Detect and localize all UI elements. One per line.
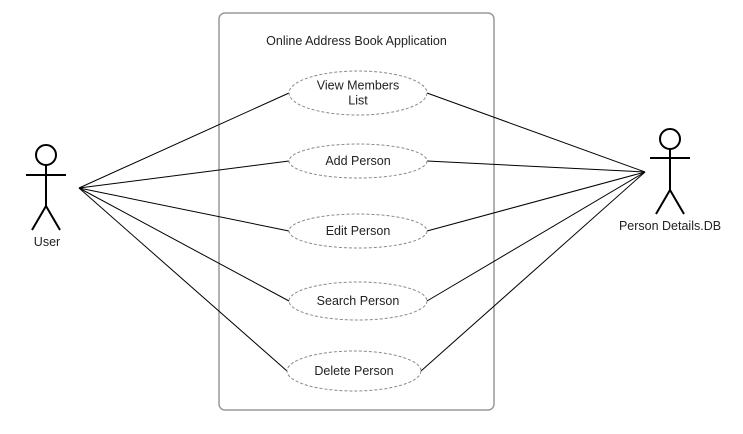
- use-case-search-person[interactable]: Search Person: [288, 281, 428, 321]
- use-case-delete-person[interactable]: Delete Person: [286, 350, 422, 392]
- association-user-search-person: [78, 187, 290, 302]
- system-boundary-box: [218, 12, 495, 411]
- association-db-delete-person: [420, 171, 646, 372]
- use-case-label: Delete Person: [314, 364, 393, 378]
- use-case-label: View Members: [317, 79, 399, 93]
- use-case-ellipse: [288, 281, 428, 321]
- association-user-delete-person: [78, 187, 288, 372]
- use-case-label: Add Person: [325, 154, 390, 168]
- use-case-edit-person[interactable]: Edit Person: [288, 213, 428, 249]
- association-db-search-person: [426, 171, 646, 302]
- association-db-add-person: [426, 160, 646, 173]
- actor-stick-figure-icon: [650, 128, 690, 215]
- actor-user[interactable]: User: [26, 144, 66, 249]
- association-db-view-members-list: [426, 92, 646, 173]
- use-case-ellipse: [288, 143, 428, 179]
- system-boundary: Online Address Book Application: [218, 12, 495, 411]
- use-case-ellipse: [288, 213, 428, 249]
- association-user-edit-person: [78, 187, 290, 232]
- actor-person-details-db[interactable]: Person Details.DB: [619, 128, 721, 233]
- use-case-label: List: [348, 94, 368, 108]
- association-user-view-members-list: [78, 92, 290, 189]
- use-case-ellipse: [286, 350, 422, 392]
- use-case-label: Edit Person: [326, 224, 391, 238]
- actor-db-label: Person Details.DB: [619, 219, 721, 233]
- system-title: Online Address Book Application: [266, 34, 447, 48]
- actor-user-label: User: [34, 235, 60, 249]
- use-case-add-person[interactable]: Add Person: [288, 143, 428, 179]
- association-user-add-person: [78, 160, 290, 189]
- use-case-ellipse: [288, 70, 428, 116]
- use-case-label: Search Person: [317, 294, 400, 308]
- actor-stick-figure-icon: [26, 144, 66, 231]
- association-lines: [78, 92, 646, 372]
- association-db-edit-person: [426, 171, 646, 232]
